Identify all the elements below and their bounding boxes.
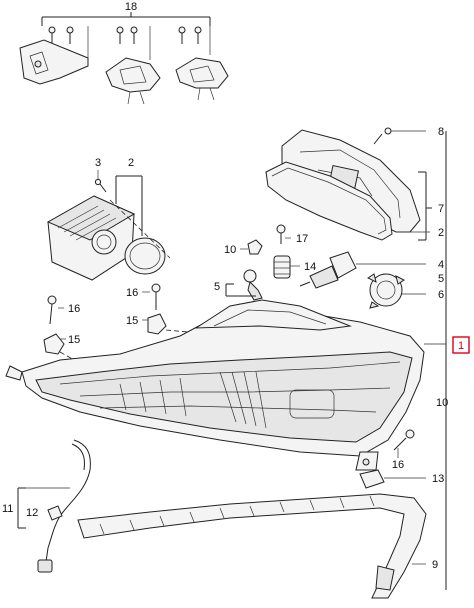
label-16-center: 16	[126, 287, 138, 299]
screw-16c	[393, 429, 415, 451]
screw-16b	[151, 283, 161, 310]
label-10-main: 10	[436, 397, 448, 409]
label-3: 3	[95, 157, 101, 169]
label-9: 9	[432, 559, 438, 571]
screws-18	[48, 26, 202, 44]
screw-17	[276, 224, 286, 244]
label-2-cover: 2	[438, 227, 444, 239]
label-5-clip: 5	[214, 281, 220, 293]
screw-3	[94, 178, 107, 193]
clip-15a	[43, 333, 65, 355]
clip-12	[47, 505, 63, 521]
clip-15b	[147, 313, 167, 335]
label-15-center: 15	[126, 315, 138, 327]
right-fastener-group	[359, 429, 426, 489]
cap-10	[247, 239, 263, 255]
bracket-right	[175, 57, 229, 89]
clip-13	[359, 469, 385, 489]
label-15-left: 15	[68, 334, 80, 346]
headlight-assembly	[5, 299, 425, 471]
wiring-harness	[45, 439, 91, 563]
label-4: 4	[438, 259, 444, 271]
adjuster-14	[273, 255, 291, 279]
label-12: 12	[26, 507, 38, 519]
wiring-harness-group	[17, 439, 91, 573]
label-5-right: 5	[438, 273, 444, 285]
label-8: 8	[438, 126, 444, 138]
small-parts-group	[225, 224, 426, 309]
left-fastener-group	[43, 283, 211, 381]
label-11: 11	[2, 503, 13, 515]
label-16-left: 16	[68, 303, 80, 315]
label-16-right: 16	[392, 459, 404, 471]
bracket-group-18	[19, 12, 229, 105]
housing-cover-group	[265, 127, 432, 241]
bulb-connector-4	[299, 251, 357, 289]
label-13: 13	[432, 473, 444, 485]
label-17: 17	[296, 233, 308, 245]
cap-6	[367, 273, 405, 309]
screw-16a	[47, 295, 57, 325]
screw-8	[373, 127, 392, 145]
seal-ring	[265, 161, 393, 241]
trim-strip	[77, 493, 427, 599]
label-1: 1	[458, 340, 464, 352]
highlight-box-1	[452, 336, 470, 354]
bracket-left	[19, 39, 89, 85]
label-7: 7	[438, 203, 444, 215]
label-6: 6	[438, 289, 444, 301]
label-10-cap: 10	[224, 244, 236, 256]
control-unit-group	[46, 170, 171, 281]
part-labels: 18 8 3 2 7 2 10 17 14 4 5 5 6 16 15 16 1…	[2, 1, 470, 571]
seal-o-ring	[124, 237, 166, 275]
bracket-center	[105, 57, 161, 93]
label-2-control: 2	[128, 157, 134, 169]
trim-strip-9	[77, 493, 427, 599]
label-18: 18	[125, 1, 137, 13]
label-14: 14	[304, 261, 316, 273]
